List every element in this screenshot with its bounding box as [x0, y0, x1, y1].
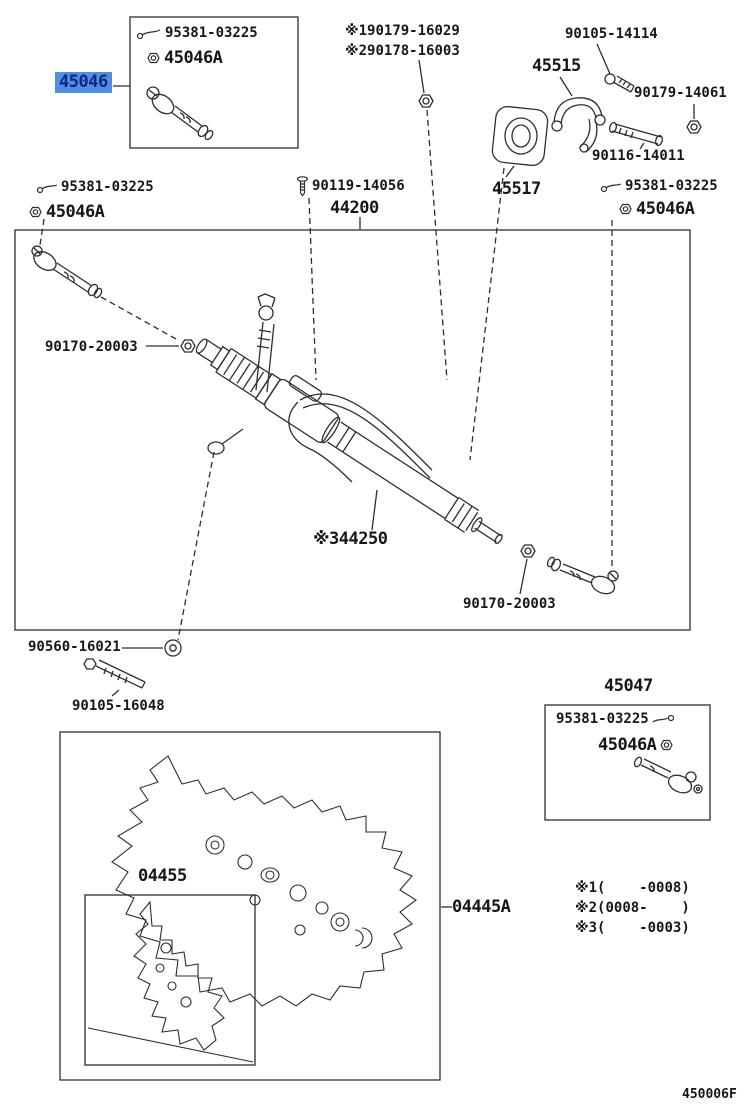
part-number: 45517 [492, 179, 541, 199]
part-number: 45515 [532, 56, 581, 76]
inner-kit-outline-drawing [87, 900, 254, 1063]
callout-rack-bar[interactable]: ※344250 [313, 529, 388, 549]
nut-icon [28, 205, 43, 219]
callout-stud[interactable]: 90116-14011 [592, 148, 685, 164]
right-tie-rod-drawing [546, 556, 619, 595]
callout-kit-nut[interactable]: 45046A [598, 736, 674, 755]
part-number: 90105-16048 [72, 698, 165, 714]
part-number: ※344250 [313, 529, 388, 549]
hidden-leader-lines [39, 109, 613, 641]
part-number: 45046A [598, 735, 657, 755]
tie-rod-end-icon [652, 714, 674, 726]
part-number: 45046A [164, 48, 223, 68]
figure-code: 450006F [682, 1087, 737, 1102]
bolt-90105-14114-drawing [604, 73, 635, 93]
hydraulic-pipes-drawing [288, 393, 433, 483]
callout-bolt-top-right[interactable]: 90105-14114 [565, 26, 658, 42]
nut-icon [618, 202, 633, 216]
note-text: ※2(0008- ) [575, 900, 690, 916]
part-number: 90170-20003 [45, 339, 138, 355]
callout-bolt-lower[interactable]: 90105-16048 [72, 698, 165, 714]
callout-bolt-center[interactable]: 90119-14056 [296, 176, 405, 198]
part-number: 95381-03225 [61, 179, 154, 195]
bracket-45515-drawing [551, 97, 606, 153]
nut-icon [146, 51, 161, 65]
part-number: 44200 [330, 198, 379, 218]
callout-nut-right-upper[interactable]: 90179-14061 [634, 85, 727, 101]
part-number: 45046A [636, 199, 695, 219]
callout-inset-tierod[interactable]: 95381-03225 [136, 25, 258, 41]
tie-rod-end-icon [600, 181, 622, 193]
callout-selected-part[interactable]: 45046 [55, 72, 112, 93]
bolt-90105-16048-drawing [83, 658, 146, 689]
callout-left-nut[interactable]: 45046A [28, 202, 105, 222]
part-number: 95381-03225 [625, 178, 718, 194]
stud-90116-14011-drawing [608, 121, 664, 147]
kit-tie-rod-end-drawing [633, 756, 703, 794]
input-shaft-drawing [255, 293, 276, 393]
callout-kit-tierod[interactable]: 95381-03225 [556, 711, 674, 727]
left-tie-rod-drawing [31, 245, 103, 299]
seal-kit-outline-drawing [111, 755, 417, 1007]
callout-washer[interactable]: 90560-16021 [28, 639, 121, 655]
part-number: 90116-14011 [592, 148, 685, 164]
callout-bracket[interactable]: 45515 [532, 57, 581, 76]
nut-icon [659, 738, 674, 752]
applicability-note-2: ※2(0008- ) [575, 900, 690, 916]
callout-inner-kit[interactable]: 04455 [138, 867, 187, 886]
part-number: ※190179-16029 [345, 23, 460, 39]
highlighted-part-number: 45046 [55, 72, 112, 93]
steering-gear-drawing [195, 338, 503, 544]
callout-grommet[interactable]: 45517 [492, 180, 541, 199]
tie-rod-end-icon [36, 182, 58, 194]
bolt-icon [296, 176, 309, 198]
callout-ref-note-1[interactable]: ※190179-16029 [345, 23, 460, 39]
part-number: 04445A [452, 897, 511, 917]
note-text: ※3( -0003) [575, 920, 690, 936]
washer-90560-drawing [164, 639, 182, 657]
hex-nut-glyphs [180, 94, 702, 558]
mount-lug-drawing [207, 428, 244, 455]
part-number: 04455 [138, 866, 187, 886]
callout-inset-nut[interactable]: 45046A [146, 48, 223, 68]
applicability-note-1: ※1( -0008) [575, 880, 690, 896]
callout-right-tierod[interactable]: 95381-03225 [600, 178, 718, 194]
callout-kit-title[interactable]: 45047 [604, 677, 653, 696]
part-number: 90170-20003 [463, 596, 556, 612]
part-number: 90119-14056 [312, 178, 405, 195]
part-number: 95381-03225 [556, 711, 649, 727]
applicability-note-3: ※3( -0003) [575, 920, 690, 936]
callout-gear-assembly[interactable]: 44200 [330, 199, 379, 218]
grommet-45517-drawing [491, 105, 549, 167]
part-number: 45047 [604, 676, 653, 696]
callout-ref-note-2[interactable]: ※290178-16003 [345, 43, 460, 59]
callout-right-nut[interactable]: 45046A [618, 199, 695, 219]
part-number: 95381-03225 [165, 25, 258, 41]
tie-rod-end-icon [136, 28, 162, 40]
callout-lock-nut-left[interactable]: 90170-20003 [45, 339, 138, 355]
leader-lines [111, 43, 695, 908]
part-number: ※290178-16003 [345, 43, 460, 59]
inset-tie-rod-end-drawing [146, 86, 214, 141]
part-number: 90560-16021 [28, 639, 121, 655]
callout-outer-kit[interactable]: 04445A [452, 897, 511, 917]
part-number: 90105-14114 [565, 26, 658, 42]
part-number: 45046A [46, 202, 105, 222]
frame-boxes [14, 16, 711, 1081]
note-text: ※1( -0008) [575, 880, 690, 896]
callout-lock-nut-right[interactable]: 90170-20003 [463, 596, 556, 612]
part-number: 90179-14061 [634, 85, 727, 101]
callout-left-tierod[interactable]: 95381-03225 [36, 179, 154, 195]
